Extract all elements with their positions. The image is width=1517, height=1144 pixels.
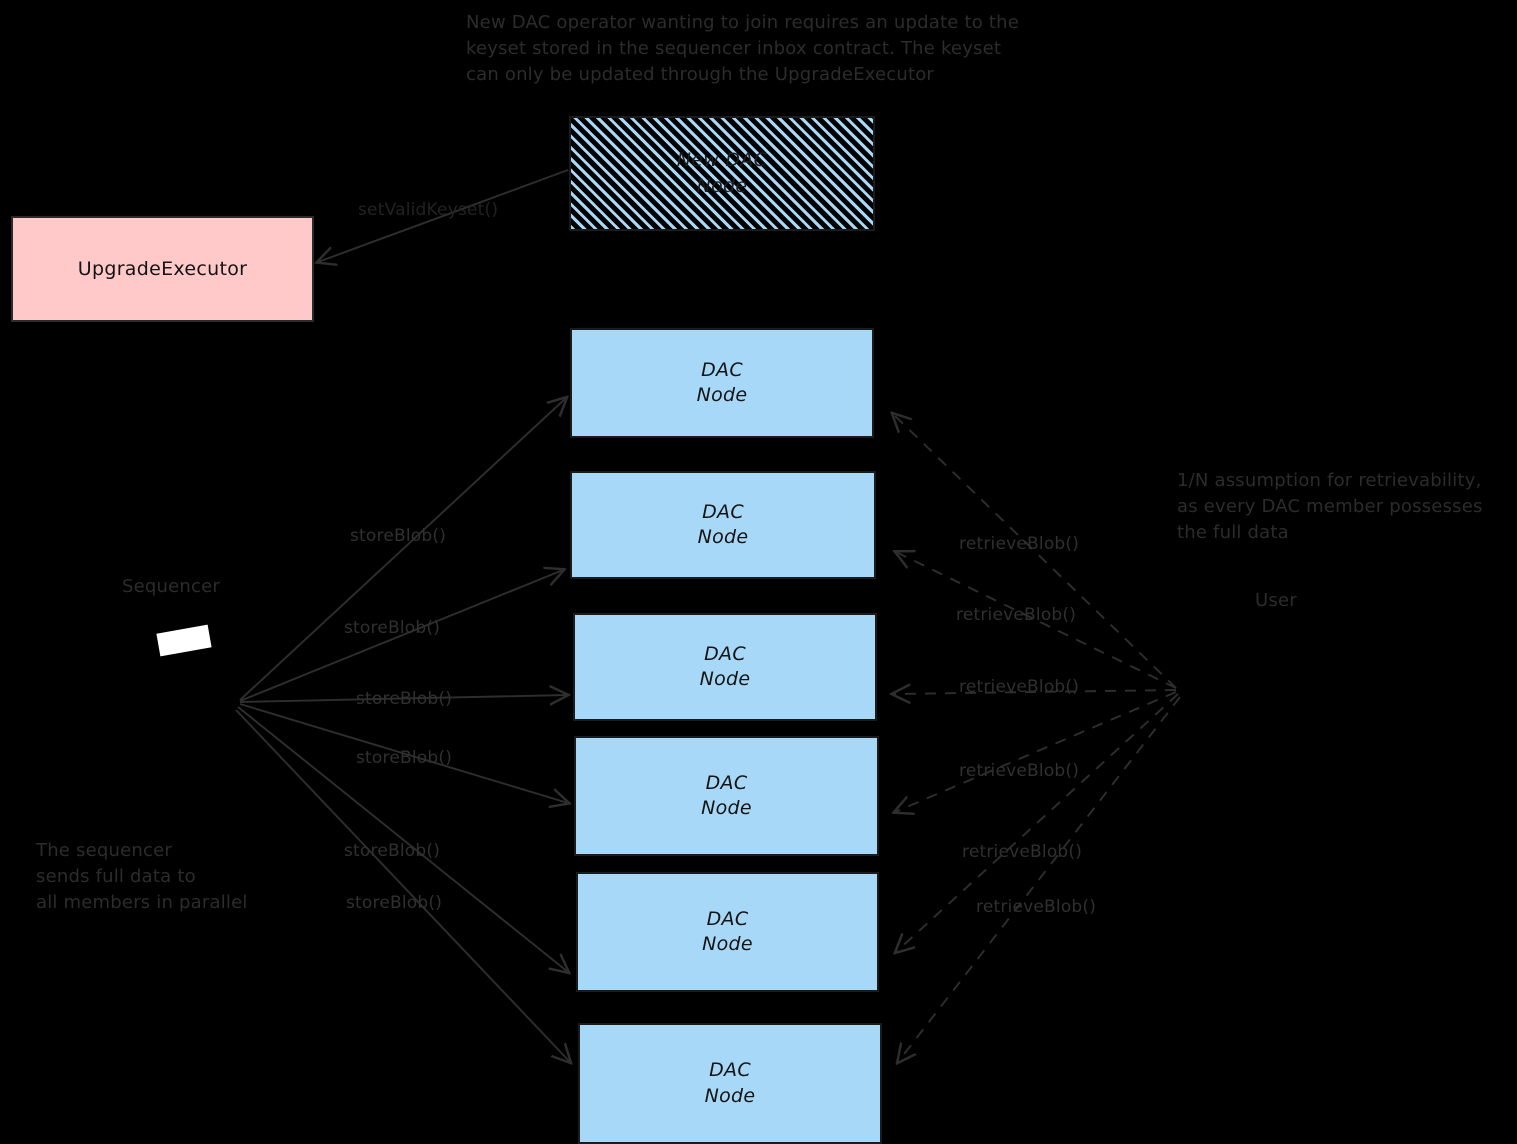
dac-node-box-2[interactable]: DAC Node — [570, 471, 876, 579]
edge-store-blob-5 — [237, 706, 568, 972]
edge-label-retrieve-blob-3: retrieveBlob() — [959, 677, 1080, 697]
edge-label-store-blob-1: storeBlob() — [350, 526, 447, 546]
dac-node-4-line1: DAC — [705, 771, 748, 794]
upgrade-executor-label: UpgradeExecutor — [77, 258, 248, 280]
dac-node-1-line1: DAC — [701, 358, 743, 381]
dac-node-6-line2: Node — [704, 1084, 756, 1107]
edge-label-store-blob-2: storeBlob() — [344, 618, 441, 638]
edge-retrieve-blob-6 — [898, 696, 1181, 1062]
edge-label-retrieve-blob-1: retrieveBlob() — [959, 534, 1080, 554]
dac-node-box-1[interactable]: DAC Node — [570, 328, 874, 438]
dac-node-box-5[interactable]: DAC Node — [576, 872, 879, 992]
top-annotation-note: New DAC operator wanting to join require… — [466, 12, 1019, 86]
dac-node-3-line1: DAC — [704, 642, 746, 665]
edge-retrieve-blob-4 — [895, 691, 1177, 812]
dac-node-6-line1: DAC — [709, 1059, 751, 1082]
edge-label-set-valid-keyset: setValidKeyset() — [358, 200, 499, 220]
dac-node-box-4[interactable]: DAC Node — [574, 736, 879, 856]
sequencer-label: Sequencer — [122, 576, 220, 597]
edge-label-store-blob-3: storeBlob() — [356, 689, 453, 709]
edge-label-store-blob-4: storeBlob() — [356, 748, 453, 768]
dac-node-5-line1: DAC — [706, 907, 749, 930]
edge-label-retrieve-blob-4: retrieveBlob() — [959, 761, 1080, 781]
bottom-left-annotation-note: The sequencer sends full data to all mem… — [36, 840, 248, 914]
edge-label-retrieve-blob-6: retrieveBlob() — [976, 897, 1097, 917]
sequencer-actor-icon[interactable] — [156, 624, 212, 657]
user-label: User — [1255, 590, 1297, 611]
edge-store-blob-1 — [239, 398, 566, 701]
edge-label-store-blob-6: storeBlob() — [346, 893, 443, 913]
right-annotation-note: 1/N assumption for retrievability, as ev… — [1177, 470, 1483, 544]
dac-node-1-line2: Node — [696, 384, 748, 406]
edge-label-retrieve-blob-5: retrieveBlob() — [962, 842, 1083, 862]
dac-node-3-line2: Node — [699, 668, 751, 690]
dac-node-box-6[interactable]: DAC Node — [578, 1023, 882, 1144]
dac-node-4-line2: Node — [701, 797, 752, 819]
upgrade-executor-box[interactable]: UpgradeExecutor — [11, 216, 314, 322]
edge-label-store-blob-5: storeBlob() — [344, 841, 441, 861]
dac-node-2-line1: DAC — [702, 500, 744, 523]
dac-node-5-line2: Node — [702, 933, 753, 955]
dac-node-2-line2: Node — [697, 526, 749, 548]
new-dac-node-line2: Node — [696, 174, 748, 197]
new-dac-node-line1: New DAC — [676, 149, 768, 172]
new-dac-node-box[interactable]: New DAC Node — [569, 116, 875, 231]
edge-label-retrieve-blob-2: retrieveBlob() — [956, 605, 1077, 625]
dac-node-box-3[interactable]: DAC Node — [573, 613, 877, 721]
